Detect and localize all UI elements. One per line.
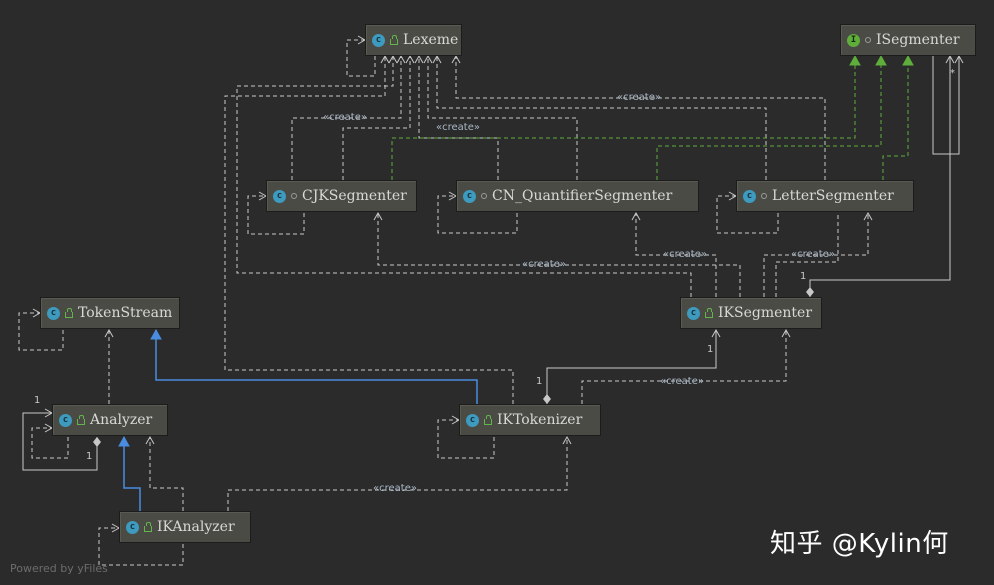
create-stereotype-label: «create»: [663, 249, 707, 260]
class-cn-quantifiersegmenter[interactable]: c CN_QuantifierSegmenter: [456, 180, 699, 212]
cjk-create-lexeme-edge: [342, 54, 415, 180]
class-name: IKAnalyzer: [157, 519, 235, 535]
class-iksegmenter[interactable]: c IKSegmenter: [680, 297, 822, 329]
iksegmenter-isegmenter-association-edge: [932, 54, 964, 155]
interface-isegmenter[interactable]: I ISegmenter: [840, 24, 976, 56]
iksegmenter-to-lexeme-edge: [236, 54, 692, 297]
class-tokenstream[interactable]: c TokenStream: [40, 297, 180, 329]
final-class-icon: c: [466, 413, 479, 427]
analyzer-self-aggregation-edge: [22, 408, 101, 471]
create-stereotype-label: «create»: [522, 259, 566, 270]
letter-to-lexeme-edge: [432, 54, 767, 180]
class-icon: c: [743, 189, 756, 203]
ikanalyzer-extends-analyzer-edge: [118, 435, 141, 511]
iksegmenter-create-cjk-edge: [373, 211, 741, 297]
lock-icon: [65, 308, 73, 318]
class-lettersegmenter[interactable]: c LetterSegmenter: [736, 180, 914, 212]
interface-icon: I: [847, 33, 860, 47]
cjk-self-edge: [247, 191, 305, 235]
package-visibility-icon: [761, 193, 767, 199]
analyzer-self-edge: [31, 423, 69, 459]
quantifier-self-edge: [437, 191, 518, 234]
tokenstream-self-edge: [18, 308, 64, 351]
create-stereotype-label: «create»: [436, 122, 480, 133]
class-iktokenizer[interactable]: c IKTokenizer: [459, 404, 601, 436]
create-stereotype-label: «create»: [323, 112, 367, 123]
class-name: LetterSegmenter: [772, 188, 894, 204]
package-visibility-icon: [865, 37, 871, 43]
class-name: IKSegmenter: [718, 305, 813, 321]
create-stereotype-label: «create»: [791, 249, 835, 260]
interface-name: ISegmenter: [876, 32, 960, 48]
lock-icon: [484, 415, 492, 425]
class-name: Analyzer: [90, 412, 153, 428]
create-stereotype-label: «create»: [617, 92, 661, 103]
class-icon: c: [463, 189, 476, 203]
lock-icon: [390, 35, 398, 45]
iktokenizer-to-lexeme-edge: [224, 54, 514, 404]
class-icon: c: [372, 33, 385, 47]
cjk-to-lexeme-edge: [291, 54, 406, 180]
quantifier-to-lexeme-edge: [414, 54, 499, 180]
class-name: CJKSegmenter: [302, 188, 407, 204]
lock-icon: [77, 415, 85, 425]
iktokenizer-self-edge: [437, 415, 495, 459]
multiplicity-label: 1: [86, 451, 93, 462]
quantifier-create-lexeme-edge: [423, 54, 578, 180]
create-stereotype-label: «create»: [373, 483, 417, 494]
class-name: TokenStream: [78, 305, 173, 321]
create-stereotype-label: «create»: [660, 376, 704, 387]
class-icon: c: [687, 306, 700, 320]
class-name: IKTokenizer: [497, 412, 583, 428]
package-visibility-icon: [291, 193, 297, 199]
letter-self-edge: [716, 191, 779, 234]
lock-icon: [705, 308, 713, 318]
multiplicity-label: 1: [707, 344, 714, 355]
watermark-text: 知乎 @Kylin何: [770, 529, 949, 559]
multiplicity-label: 1: [800, 271, 807, 282]
letter-create-lexeme-edge: [451, 54, 826, 180]
quantifier-realizes-isegmenter-edge: [656, 54, 887, 180]
class-ikanalyzer[interactable]: c IKAnalyzer: [119, 511, 251, 543]
ikanalyzer-create-iktokenizer-edge: [227, 435, 572, 511]
class-cjksegmenter[interactable]: c CJKSegmenter: [266, 180, 417, 212]
powered-by-label: Powered by yFiles: [10, 562, 108, 575]
ikanalyzer-self-edge: [98, 523, 184, 566]
multiplicity-label: 1: [34, 395, 41, 406]
multiplicity-label: *: [950, 68, 955, 79]
class-name: CN_QuantifierSegmenter: [492, 188, 673, 204]
iksegmenter-create-quantifier-edge: [631, 211, 717, 297]
cjk-realizes-isegmenter-edge: [391, 54, 861, 180]
iktokenizer-create-iksegmenter-edge: [581, 328, 791, 404]
final-class-icon: c: [126, 520, 139, 534]
class-analyzer[interactable]: c Analyzer: [52, 404, 168, 436]
letter-realizes-isegmenter-edge: [882, 54, 914, 180]
class-lexeme[interactable]: c Lexeme: [365, 24, 462, 56]
package-visibility-icon: [481, 193, 487, 199]
iksegmenter-isegmenter-aggregation-edge: [806, 54, 955, 297]
abstract-class-icon: c: [47, 306, 60, 320]
multiplicity-label: 1: [536, 376, 543, 387]
iktokenizer-extends-tokenstream-edge: [150, 328, 478, 404]
class-icon: c: [273, 189, 286, 203]
abstract-class-icon: c: [59, 413, 72, 427]
ikanalyzer-to-analyzer-edge: [145, 435, 184, 511]
class-name: Lexeme: [403, 32, 459, 48]
iktokenizer-iksegmenter-aggregation-edge: [543, 328, 721, 404]
lock-icon: [144, 522, 152, 532]
